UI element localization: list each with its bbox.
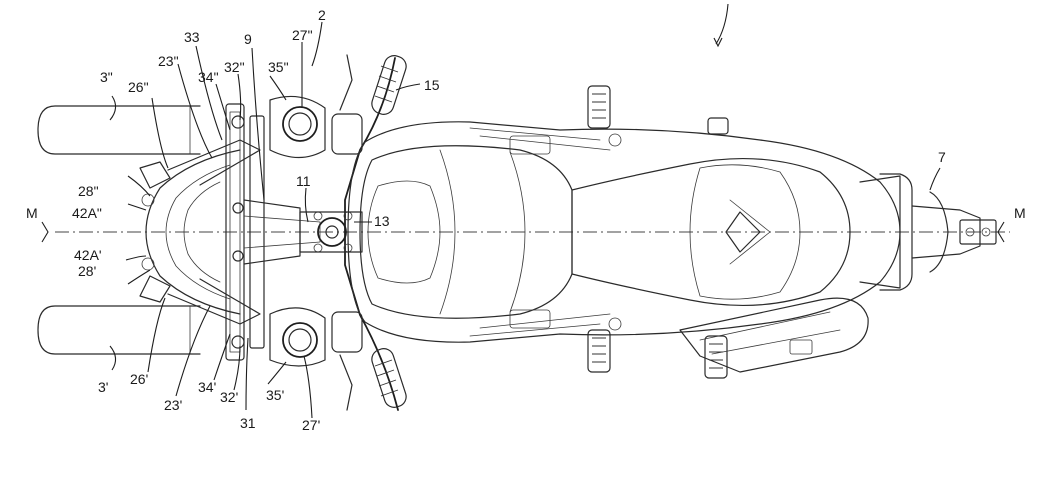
handlebar-assembly (299, 54, 407, 411)
ref-3-lower: 3' (98, 379, 108, 395)
footrest-lower-right (704, 335, 728, 379)
ref-28-lower: 28' (78, 263, 96, 279)
ref-M-left: M (26, 205, 38, 221)
footrest-upper-left (587, 85, 611, 129)
rear-tail (859, 173, 997, 291)
front-wheel-lower (37, 305, 201, 355)
ref-15: 15 (424, 77, 440, 93)
shock-absorber-upper (269, 95, 326, 159)
ref-34-lower: 34' (198, 379, 216, 395)
ref-34-upper: 34" (198, 69, 219, 85)
ref-35-lower: 35' (266, 387, 284, 403)
ref-13: 13 (374, 213, 390, 229)
ref-28-upper: 28" (78, 183, 99, 199)
ref-9: 9 (244, 31, 252, 47)
ref-11: 11 (296, 173, 311, 189)
body-and-seat (347, 121, 901, 343)
ref-3-upper: 3" (100, 69, 113, 85)
ref-33: 33 (184, 29, 200, 45)
footrest-upper-right (707, 117, 729, 135)
ref-26-upper: 26" (128, 79, 149, 95)
ref-32-upper: 32" (224, 59, 245, 75)
ref-42A-lower: 42A' (74, 247, 102, 263)
footrest-lower-left (587, 329, 611, 373)
exhaust (679, 297, 869, 373)
shock-absorber-lower (269, 307, 326, 367)
ref-23-upper: 23" (158, 53, 179, 69)
ref-35-upper: 35" (268, 59, 289, 75)
leader-lines (41, 3, 1005, 419)
ref-32-lower: 32' (220, 389, 238, 405)
ref-2: 2 (318, 7, 326, 23)
ref-M-right: M (1014, 205, 1026, 221)
ref-42A-upper: 42A" (72, 205, 102, 221)
ref-7: 7 (938, 149, 946, 165)
ref-27-lower: 27' (302, 417, 320, 433)
ref-27-upper: 27" (292, 27, 313, 43)
ref-23-lower: 23' (164, 397, 182, 413)
ref-26-lower: 26' (130, 371, 148, 387)
front-wheel-upper (37, 105, 201, 155)
reference-numerals: 2 3" 3' 7 9 11 13 15 23" 23' 26" 26' 27"… (26, 7, 1026, 433)
ref-31: 31 (240, 415, 256, 431)
